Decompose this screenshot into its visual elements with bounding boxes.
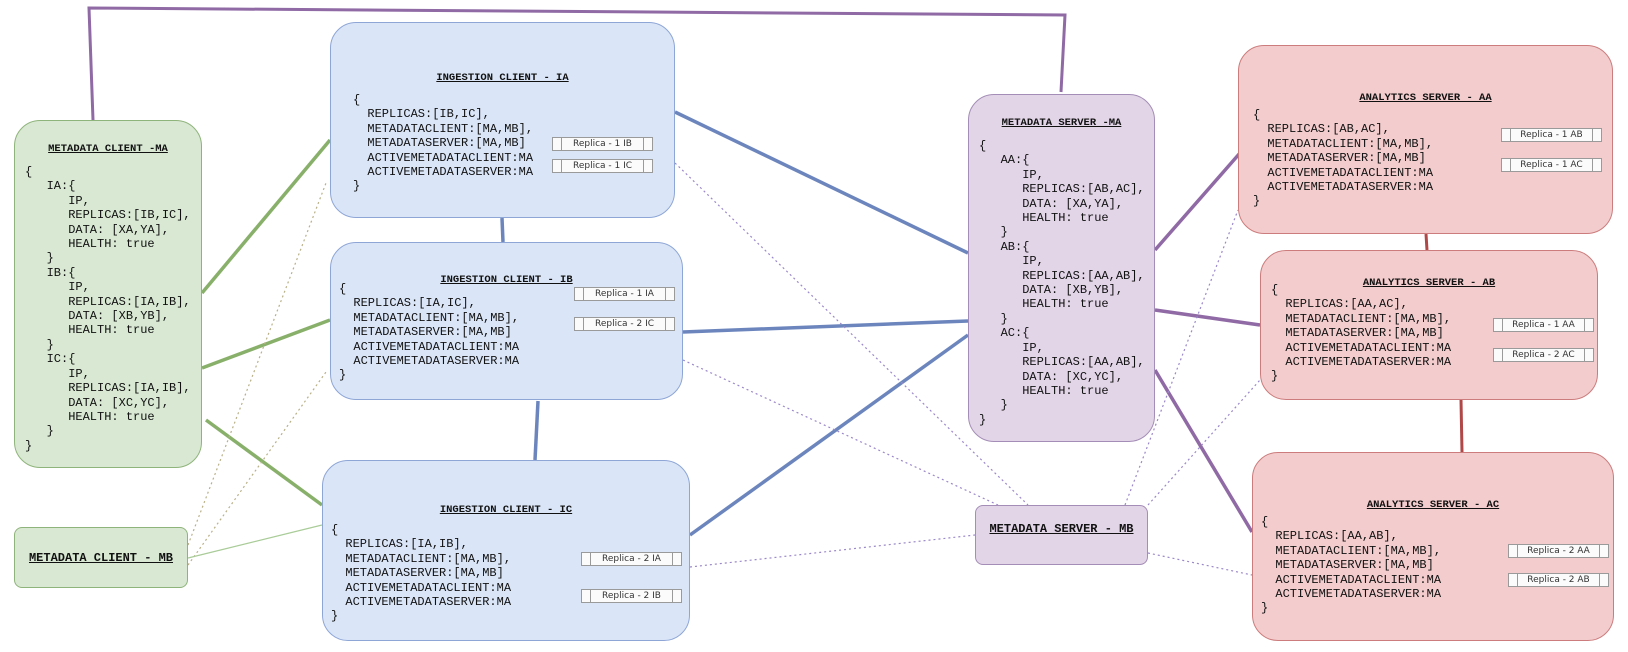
edge-ia-to-ms-mb-dotted [674, 162, 1029, 506]
edge-ma-to-ib [201, 318, 331, 370]
edge-ic-to-ms-ma [688, 333, 970, 537]
edge-ms-mb-to-ab-dotted [1147, 379, 1261, 506]
replica-tag: Replica - 2 IB [581, 589, 682, 603]
metadata-server-ma[interactable]: METADATA SERVER -MA { AA:{ IP, REPLICAS:… [968, 94, 1155, 442]
node-body: { REPLICAS:[IA,IB], METADATACLIENT:[MA,M… [331, 523, 512, 624]
node-title: METADATA CLIENT -MA [48, 143, 168, 155]
replica-tag: Replica - 2 IA [581, 552, 682, 566]
replica-tag: Replica - 2 AC [1493, 348, 1594, 362]
replica-tag: Replica - 1 AC [1501, 158, 1602, 172]
edge-ib-to-ms-mb-dotted [682, 359, 999, 506]
node-body: { REPLICAS:[AB,AC], METADATACLIENT:[MA,M… [1253, 108, 1434, 209]
node-title: METADATA CLIENT - MB [28, 551, 174, 565]
node-body: { AA:{ IP, REPLICAS:[AB,AC], DATA: [XA,Y… [979, 139, 1145, 427]
replica-tag: Replica - 1 IB [552, 137, 653, 151]
edge-ms-ma-to-ac [1153, 369, 1254, 533]
replica-tag: Replica - 2 AB [1508, 573, 1609, 587]
replica-tag: Replica - 1 IA [574, 287, 675, 301]
node-title: METADATA SERVER - MB [989, 522, 1134, 536]
replica-tag: Replica - 2 IC [574, 317, 675, 331]
node-title: INGESTION CLIENT - IA [436, 72, 569, 84]
node-title: ANALYTICS SERVER - AB [1362, 277, 1496, 289]
edge-ic-to-ms-mb-dotted [689, 534, 976, 568]
edge-ma-to-ia [200, 138, 332, 295]
edge-ms-ma-to-aa [1153, 151, 1242, 252]
edge-aa-to-ab [1424, 233, 1429, 251]
replica-tag: Replica - 1 AB [1501, 128, 1602, 142]
node-body: { REPLICAS:[AA,AB], METADATACLIENT:[MA,M… [1261, 515, 1442, 616]
node-title: METADATA SERVER -MA [1001, 117, 1122, 129]
analytics-server-ac[interactable]: ANALYTICS SERVER - AC { REPLICAS:[AA,AB]… [1252, 452, 1614, 641]
node-body: { IA:{ IP, REPLICAS:[IB,IC], DATA: [XA,Y… [25, 165, 191, 453]
edge-ia-to-ib [500, 217, 505, 243]
edge-ib-to-ic [533, 400, 540, 461]
edge-ib-to-ms-ma [682, 319, 969, 334]
edge-ms-mb-to-ac-dotted [1147, 552, 1253, 576]
edge-ms-ma-to-ab [1154, 308, 1261, 327]
edge-ab-to-ac [1459, 399, 1464, 453]
metadata-client-mb[interactable]: METADATA CLIENT - MB [14, 527, 188, 588]
edge-mb-client-to-ic [187, 524, 323, 559]
node-title: INGESTION CLIENT - IC [439, 504, 573, 516]
node-title: ANALYTICS SERVER - AA [1359, 92, 1492, 104]
node-title: ANALYTICS SERVER - AC [1366, 499, 1500, 511]
node-body: { REPLICAS:[AA,AC], METADATACLIENT:[MA,M… [1271, 283, 1452, 384]
analytics-server-ab[interactable]: ANALYTICS SERVER - AB { REPLICAS:[AA,AC]… [1260, 250, 1598, 400]
node-title: INGESTION CLIENT - IB [440, 274, 573, 286]
analytics-server-aa[interactable]: ANALYTICS SERVER - AA { REPLICAS:[AB,AC]… [1238, 45, 1613, 234]
replica-tag: Replica - 1 AA [1493, 318, 1594, 332]
ingestion-client-ic[interactable]: INGESTION CLIENT - IC { REPLICAS:[IA,IB]… [322, 460, 690, 641]
ingestion-client-ia[interactable]: INGESTION CLIENT - IA { REPLICAS:[IB,IC]… [330, 22, 675, 218]
replica-tag: Replica - 2 AA [1508, 544, 1609, 558]
ingestion-client-ib[interactable]: INGESTION CLIENT - IB { REPLICAS:[IA,IC]… [330, 242, 683, 400]
metadata-client-ma[interactable]: METADATA CLIENT -MA { IA:{ IP, REPLICAS:… [14, 120, 202, 468]
node-body: { REPLICAS:[IA,IC], METADATACLIENT:[MA,M… [339, 282, 520, 383]
edge-ia-to-ms-ma [674, 110, 969, 255]
edge-ma-to-ic [204, 418, 324, 507]
metadata-server-mb[interactable]: METADATA SERVER - MB [975, 505, 1148, 565]
edge-ma-client-to-ma-server [87, 6, 1067, 121]
replica-tag: Replica - 1 IC [552, 159, 653, 173]
node-body: { REPLICAS:[IB,IC], METADATACLIENT:[MA,M… [353, 93, 534, 194]
edge-mb-client-to-ib-dotted [187, 371, 327, 566]
